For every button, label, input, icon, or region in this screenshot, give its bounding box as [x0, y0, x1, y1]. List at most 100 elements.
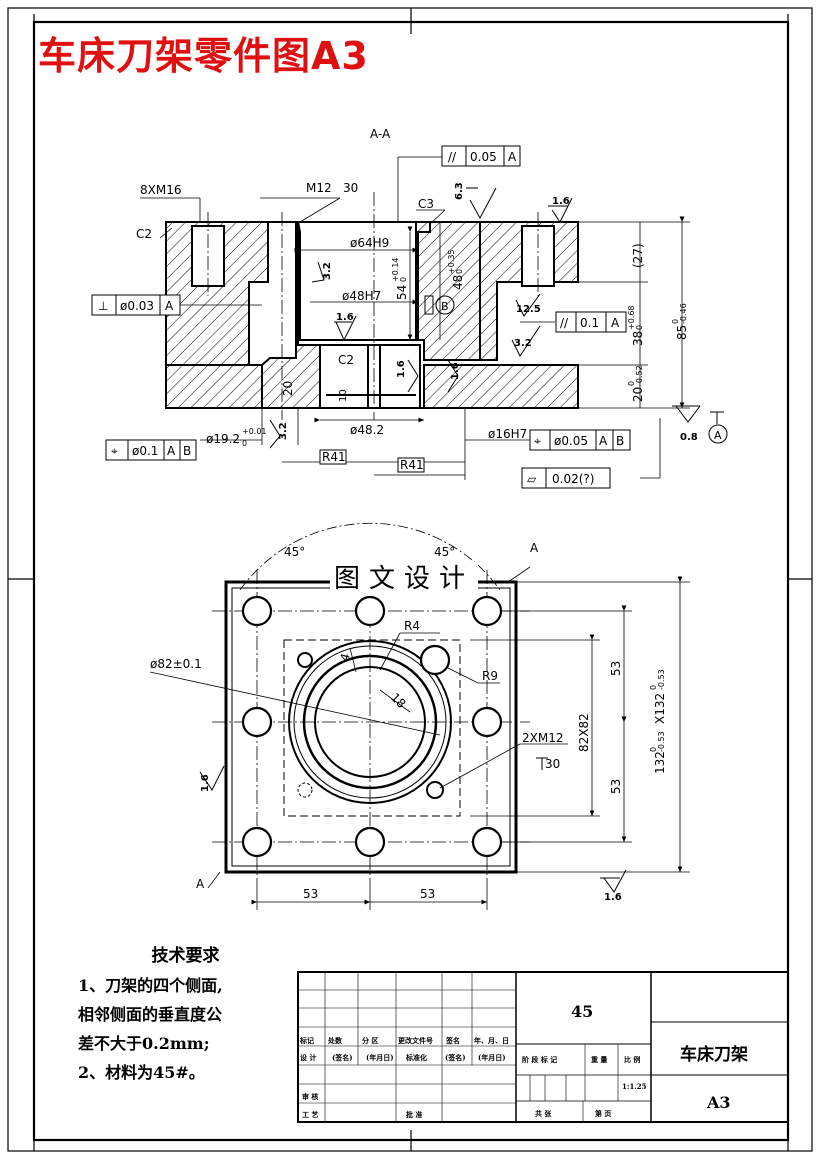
dia-19-label: ø19.2 — [206, 432, 240, 446]
tb-jieduan: 阶 段 标 记 — [522, 1055, 558, 1064]
datum-a-label: A — [714, 429, 722, 442]
fcf-perp-datum: A — [165, 299, 174, 313]
dia-19-tol-hi: +0.01 — [242, 427, 267, 436]
fcf-position-left-datum1: A — [167, 444, 176, 458]
dim-20-left-label: 20 — [281, 381, 295, 396]
dim-53-bottom-label: 53 — [609, 779, 623, 794]
section-right-base — [423, 364, 579, 409]
dim-53-right-label: 53 — [420, 887, 435, 901]
fcf-position-left-value: ø0.1 — [132, 444, 158, 458]
fcf-position-left-symbol: ⌖ — [111, 444, 118, 458]
tb-shenhe: 审 核 — [302, 1092, 319, 1101]
dim-27-label: (27) — [631, 243, 645, 268]
dim-132-tol-hi: 0 — [649, 747, 658, 752]
roughness-1-6-top: 1.6 — [552, 196, 570, 207]
tb-qianming3: (签名) — [445, 1053, 466, 1062]
section-left-wall — [261, 221, 321, 409]
chamfer-c2-label: C2 — [136, 227, 152, 241]
dim-38-tol-lo: 0 — [635, 325, 644, 330]
technical-requirements: 技术要求 1、刀架的四个侧面, 相邻侧面的垂直度公 差不大于0.2mm; 2、材… — [78, 942, 283, 1087]
fcf-parallel-top-value: 0.05 — [470, 150, 497, 164]
dim-132-b-label: X132 — [653, 693, 667, 724]
watermark-label: 图文设计 — [330, 562, 479, 596]
roughness-12-5: 12.5 — [516, 304, 541, 315]
sheet-size-label: A3 — [707, 1093, 731, 1112]
dim-38-tol-hi: +0.68 — [627, 305, 636, 330]
dim-132-b-tol-lo: -0.53 — [657, 669, 666, 690]
fcf-parallel-top — [441, 145, 521, 167]
thread-2x-label: 2XM12 — [522, 731, 563, 745]
view-a-top-label: A — [530, 541, 539, 555]
r9-label: R9 — [482, 669, 498, 683]
part-name-label: 车床刀架 — [680, 1045, 748, 1065]
dim-38-label: 38 — [631, 331, 645, 346]
fcf-flatness-symbol: ▱ — [527, 472, 537, 486]
section-label: A-A — [370, 127, 391, 141]
fcf-parallel-right-value: 0.1 — [580, 316, 599, 330]
tb-genggai: 更改文件号 — [398, 1036, 433, 1045]
section-left-base — [165, 364, 263, 409]
thread-8x-label: 8XM16 — [140, 183, 181, 197]
dim-20-label: 20 — [631, 387, 645, 402]
dia-48-2-label: ø48.2 — [350, 423, 384, 437]
roughness-6-3: 6.3 — [454, 182, 465, 200]
dim-20-tol-lo: -0.52 — [635, 365, 644, 386]
fcf-parallel-right-symbol: // — [560, 316, 569, 330]
dia-19-tol-lo: 0 — [242, 439, 247, 448]
tb-bili: 比 例 — [624, 1055, 641, 1064]
centering-marks — [8, 8, 812, 1151]
roughness-3-2-right: 3.2 — [514, 338, 532, 349]
tb-chushu: 处数 — [328, 1036, 342, 1045]
dim-53-left-label: 53 — [303, 887, 318, 901]
thread-m12-label: M12 — [306, 181, 332, 195]
plan-depth-30-label: 30 — [545, 757, 560, 771]
dia-16-label: ø16H7 — [488, 427, 527, 441]
fcf-position-right-symbol: ⌖ — [534, 434, 541, 448]
roughness-0-8: 0.8 — [680, 432, 698, 443]
fcf-perp-symbol: ⊥ — [98, 299, 108, 313]
material-label: 45 — [571, 1002, 594, 1021]
requirement-line: 相邻侧面的垂直度公 — [78, 1005, 223, 1024]
fcf-position-left-datum2: B — [183, 444, 191, 458]
dim-10-label: 10 — [338, 389, 349, 402]
r41-right-label: R41 — [400, 458, 424, 472]
scale-label: 1:1.25 — [622, 1082, 647, 1091]
roughness-1-6-b2: 1.6 — [450, 362, 461, 380]
fcf-position-right-datum2: B — [616, 434, 624, 448]
bore-64-label: ø64H9 — [350, 236, 389, 250]
requirement-line: 2、材料为45#。 — [78, 1063, 205, 1082]
height-48-tol-low: 0 — [455, 269, 464, 274]
tb-gongyi: 工 艺 — [302, 1110, 319, 1119]
roughness-plan-left: 1.6 — [200, 774, 211, 792]
fcf-position-right — [529, 429, 631, 451]
height-54-tol-low: 0 — [399, 277, 408, 282]
height-54-tol: +0.14 — [391, 257, 400, 282]
fcf-perpendicular — [91, 294, 181, 316]
drawing-title: 车床刀架零件图A3 — [38, 34, 369, 78]
requirements-title: 技术要求 — [151, 946, 220, 966]
dim-53-top-label: 53 — [609, 661, 623, 676]
tb-sheji: 设 计 — [300, 1053, 317, 1062]
plan-view: 45° 45° A A ø82±0.1 R4 R9 4 18 2XM12 30 … — [149, 522, 690, 910]
fcf-flatness — [521, 467, 611, 489]
fcf-parallel-top-symbol: // — [448, 150, 457, 164]
dim-132-label: 132 — [653, 751, 667, 774]
requirement-line: 1、刀架的四个侧面, — [78, 976, 223, 995]
tb-pizhun: 批 准 — [406, 1110, 423, 1119]
depth-30-label: 30 — [343, 181, 358, 195]
roughness-1-6-mid: 1.6 — [336, 312, 354, 323]
datum-a-bubble — [708, 424, 728, 444]
section-view: A-A 8XM16 M12 30 C2 C3 ø64H9 ø48H7 C2 ø4… — [91, 127, 728, 489]
fcf-flatness-value: 0.02(?) — [552, 472, 594, 486]
tb-qianming: 签名 — [446, 1036, 460, 1045]
d18-label: 18 — [388, 690, 409, 711]
dim-132-tol-lo: -0.53 — [657, 731, 666, 752]
fcf-parallel-right-datum: A — [611, 316, 620, 330]
fcf-parallel-right — [555, 311, 627, 333]
chamfer-c3-label: C3 — [418, 197, 434, 211]
dim-85-label: 85 — [675, 325, 689, 340]
r4-label: R4 — [404, 619, 420, 633]
bore-48-label: ø48H7 — [342, 289, 381, 303]
tb-zhongliang: 重 量 — [591, 1055, 608, 1064]
